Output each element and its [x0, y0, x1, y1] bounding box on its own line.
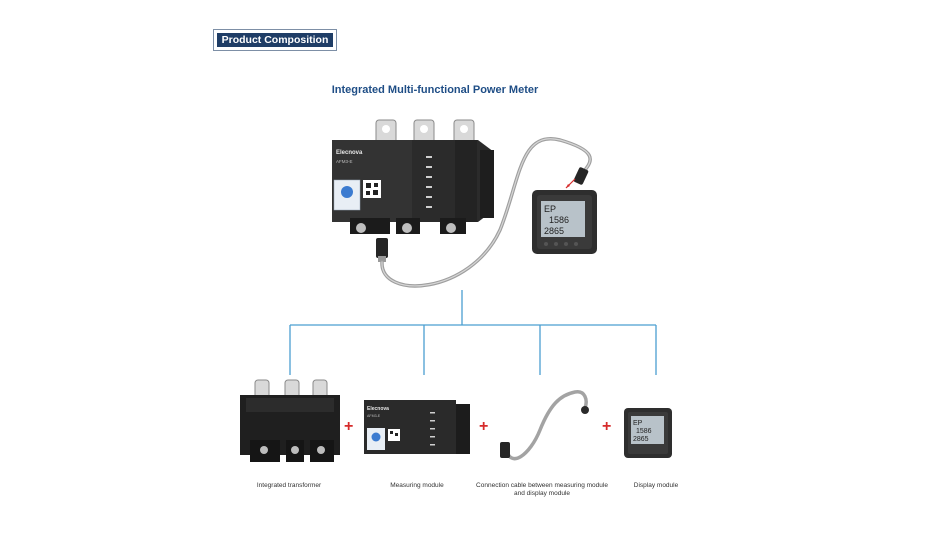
module-model: AFM3-E	[367, 414, 381, 418]
label-measuring-module: Measuring module	[390, 482, 444, 489]
composition-tree-lines	[289, 290, 657, 375]
transformer-image	[240, 379, 340, 462]
section-tag: Product Composition	[213, 29, 337, 51]
small-display-line-1: EP	[633, 420, 643, 427]
measuring-module-image: Elecnova AFM3-E	[364, 400, 470, 454]
label-cable: Connection cable between measuring modul…	[476, 482, 608, 497]
display-line-1: EP	[544, 204, 556, 214]
small-display-line-3: 2865	[633, 436, 649, 443]
plus-sign-1: +	[344, 418, 354, 435]
meter-brand: Elecnova	[336, 150, 363, 156]
plus-sign-2: +	[479, 418, 489, 435]
assembled-meter: Elecnova AFM3-E	[332, 119, 494, 234]
label-display-module: Display module	[633, 482, 679, 489]
plus-sign-3: +	[602, 418, 612, 435]
section-tag-label: Product Composition	[217, 33, 333, 47]
cable-image	[500, 390, 589, 461]
meter-cable-plug	[376, 238, 388, 262]
module-brand: Elecnova	[367, 406, 389, 412]
meter-model: AFM3-E	[336, 159, 353, 164]
display-line-3: 2865	[544, 226, 564, 236]
display-module-image: EP 1586 2865	[624, 408, 672, 458]
label-transformer: Integrated transformer	[256, 482, 322, 489]
diagram-title: Integrated Multi-functional Power Meter	[331, 84, 539, 96]
display-module-top: EP 1586 2865	[532, 190, 597, 254]
small-display-line-2: 1586	[636, 428, 652, 435]
display-line-2: 1586	[549, 215, 569, 225]
